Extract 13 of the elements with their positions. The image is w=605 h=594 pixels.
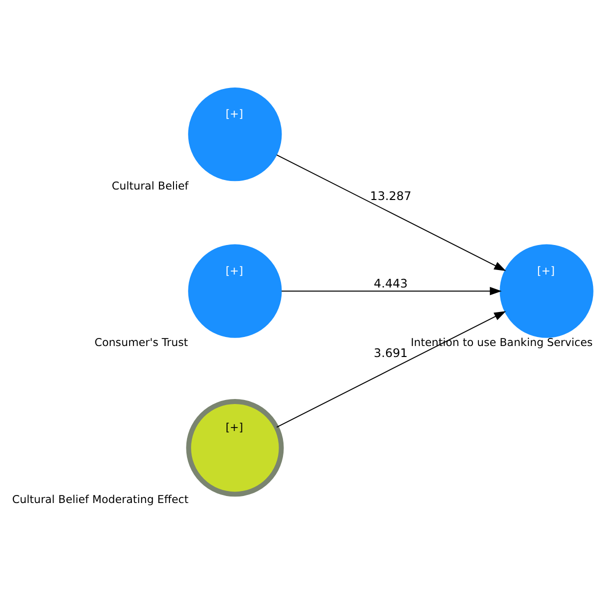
arrow	[276, 311, 506, 428]
edge-label: 4.443	[374, 276, 408, 291]
arrow	[276, 154, 506, 272]
node-label: Cultural Belief Moderating Effect	[12, 492, 188, 506]
node-circle: [+]	[500, 244, 594, 338]
edge-label: 3.691	[374, 346, 408, 360]
node-circle: [+]	[188, 87, 282, 182]
node-label: Consumer's Trust	[94, 336, 188, 350]
node-circle: [+]	[188, 244, 282, 338]
node-circle: [+]	[186, 399, 284, 497]
node-label: Cultural Belief	[112, 179, 188, 192]
arrow	[281, 286, 502, 296]
edge-label: 13.287	[370, 188, 412, 203]
